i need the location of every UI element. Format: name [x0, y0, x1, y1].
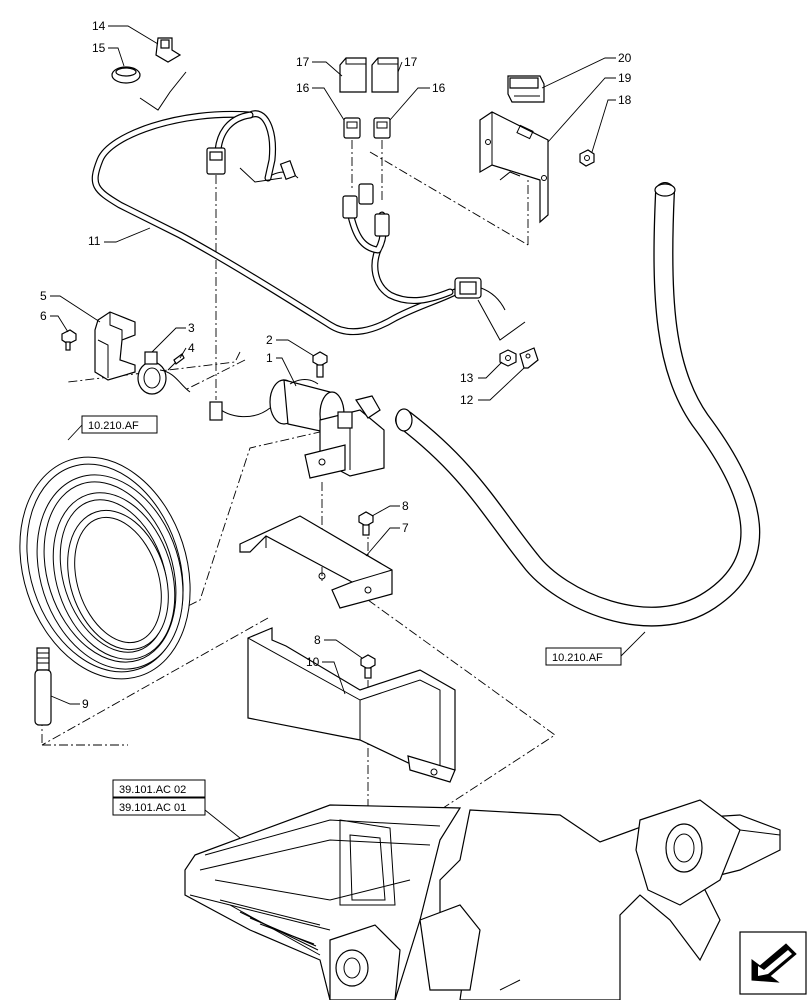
switch-bracket-19 [479, 111, 549, 224]
ref-hose-upper-label: 10.210.AF [88, 420, 139, 432]
ref-box-hose-upper[interactable]: 10.210.AF [67, 415, 158, 441]
ref-box-frame-02[interactable]: 39.101.AC 02 [112, 779, 206, 798]
callout-13: 13 [460, 371, 474, 385]
hose-line [395, 182, 761, 627]
bolt-8-lower [360, 654, 376, 679]
bolt-2 [312, 351, 328, 378]
clip-part-14 [155, 37, 182, 63]
callout-10: 10 [306, 655, 320, 669]
callout-14: 14 [92, 19, 106, 33]
callout-16-right: 16 [432, 81, 446, 95]
sensor-3 [137, 351, 191, 395]
callout-16-left: 16 [296, 81, 310, 95]
nut-18 [579, 149, 595, 167]
callout-7: 7 [402, 521, 409, 535]
nut-13 [499, 349, 517, 367]
callout-15: 15 [92, 41, 106, 55]
relays-16 [343, 117, 391, 139]
callout-9: 9 [82, 697, 89, 711]
callout-18: 18 [618, 93, 632, 107]
relay-covers-17 [339, 57, 399, 93]
bolt-6 [61, 329, 77, 351]
callout-1: 1 [266, 351, 273, 365]
ref-box-frame-01[interactable]: 39.101.AC 01 [112, 797, 241, 839]
coiled-hose [19, 456, 191, 680]
cover-10 [247, 627, 456, 783]
chassis-frame [184, 799, 781, 1000]
next-page-arrow-icon[interactable] [739, 931, 807, 995]
harness-connectors [206, 147, 506, 311]
callouts: 14 15 17 17 16 16 20 19 18 11 5 6 3 4 2 … [40, 19, 632, 711]
bolt-8-upper [358, 511, 374, 536]
callout-12: 12 [460, 393, 474, 407]
callout-19: 19 [618, 71, 632, 85]
pump-bracket-7 [239, 515, 393, 609]
fitting-9 [34, 647, 52, 726]
rocker-switch-20 [507, 75, 545, 103]
callout-5: 5 [40, 289, 47, 303]
callout-8-upper: 8 [402, 499, 409, 513]
callout-11: 11 [88, 234, 101, 248]
pump-assembly-1 [209, 379, 385, 479]
ref-hose-lower-label: 10.210.AF [552, 652, 603, 664]
tie-band-part-15 [111, 66, 141, 84]
clip-12 [519, 347, 539, 369]
callout-17-left: 17 [296, 55, 310, 69]
wiring-harness [91, 110, 459, 336]
callout-17-right: 17 [404, 55, 418, 69]
callout-2: 2 [266, 333, 273, 347]
sensor-bracket-5 [94, 311, 136, 381]
ref-frame-01-label: 39.101.AC 01 [119, 802, 186, 814]
ref-box-hose-lower[interactable]: 10.210.AF [545, 631, 646, 666]
screw-4 [167, 353, 185, 371]
break-marks [139, 71, 526, 341]
callout-20: 20 [618, 51, 632, 65]
callout-8-lower: 8 [314, 633, 321, 647]
ref-frame-02-label: 39.101.AC 02 [119, 784, 186, 796]
callout-3: 3 [188, 321, 195, 335]
callout-6: 6 [40, 309, 47, 323]
callout-4: 4 [188, 341, 195, 355]
